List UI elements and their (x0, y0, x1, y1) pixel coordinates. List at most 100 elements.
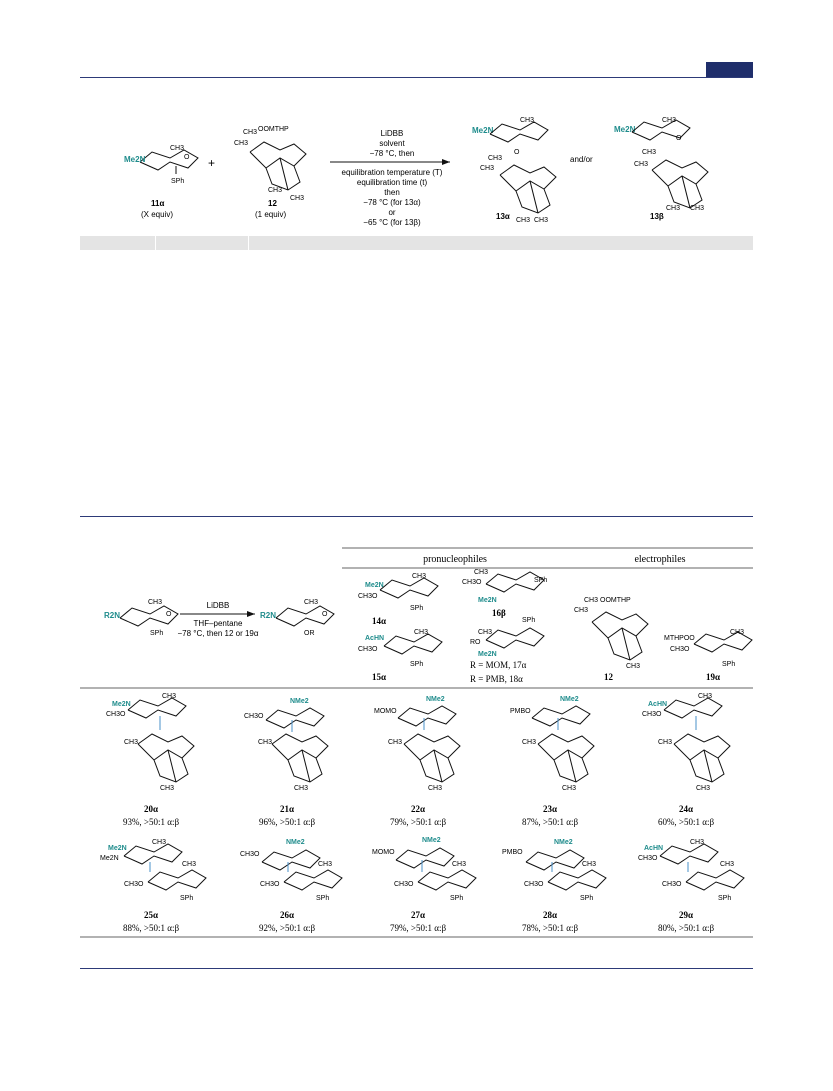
label-ch3: CH3 (452, 861, 466, 868)
product-25a: Me2N Me2N CH3 CH3O CH3 SPh (100, 839, 207, 902)
label-ch3: CH3 (294, 785, 308, 792)
compound-id: 25α (144, 910, 158, 920)
yield-text: 60%, >50:1 α:β (658, 817, 715, 827)
label-sph: SPh (410, 661, 423, 668)
compound-id: 23α (543, 804, 557, 814)
label-me2n: Me2N (614, 125, 636, 134)
compound-12: CH3 OOMTHP CH3 CH3 CH3 12 (1 equiv) (234, 126, 307, 219)
label-achn: AcHN (644, 845, 663, 852)
label-ch3: CH3 (414, 629, 428, 636)
scheme-1: Me2N CH3 O SPh 11α (X equiv) + CH3 OOMTH… (124, 117, 709, 227)
label-ch3: CH3 (720, 861, 734, 868)
row-1-labels: 20α 93%, >50:1 α:β 21α 96%, >50:1 α:β 22… (123, 804, 715, 827)
yield-text: 88%, >50:1 α:β (123, 923, 180, 933)
label-pmbo: PMBO (502, 849, 523, 856)
compound-13b: Me2N CH3 O CH3 CH3 CH3 CH3 13β (614, 117, 709, 221)
label-or: OR (304, 630, 315, 637)
compound-id: 24α (679, 804, 693, 814)
label-achn: AcHN (365, 635, 384, 642)
reagent-line: equilibration temperature (T) (342, 168, 443, 177)
label-me2n: Me2N (365, 582, 384, 589)
compound-id-13a: 13α (496, 212, 510, 221)
compound-id: R = PMB, 18α (470, 674, 523, 684)
compound-id-13b: 13β (650, 212, 664, 221)
yield-text: 79%, >50:1 α:β (390, 923, 447, 933)
compound-id: R = MOM, 17α (470, 660, 527, 670)
label-oomthp: OOMTHP (600, 597, 631, 604)
yield-text: 93%, >50:1 α:β (123, 817, 180, 827)
label-ch3: CH3 (522, 739, 536, 746)
label-o: O (322, 611, 328, 618)
label-ch3: CH3 (582, 861, 596, 868)
label-ch3: CH3 (690, 839, 704, 846)
label-sph: SPh (410, 605, 423, 612)
compound-16b: CH3 CH3O SPh Me2N 16β (462, 569, 547, 618)
reagent-line: −78 °C, then 12 or 19α (178, 629, 259, 638)
label-o: O (184, 154, 190, 161)
product-row-2: Me2N Me2N CH3 CH3O CH3 SPh NMe2 CH3O CH3… (100, 837, 745, 902)
compound-13a: Me2N CH3 O CH3 CH3 CH3 CH3 13α (472, 117, 557, 224)
reagent-line: then (384, 188, 400, 197)
compound-id-12: 12 (268, 199, 277, 208)
label-ch3o: CH3O (106, 711, 126, 718)
product-29a: AcHN CH3O CH3 CH3O CH3 SPh (638, 839, 745, 902)
product-28a: NMe2 PMBO CH3O CH3 SPh (502, 839, 607, 902)
compound-id: 14α (372, 616, 386, 626)
reagent-line: THF–pentane (194, 619, 243, 628)
compound-14a: Me2N CH3O CH3 SPh 14α (358, 573, 439, 626)
label-ch3: CH3 (318, 861, 332, 868)
label-ch3: CH3 (162, 693, 176, 700)
label-ch3: CH3 (480, 165, 494, 172)
compound-id-11a: 11α (151, 199, 164, 208)
compound-id: 16β (492, 608, 506, 618)
mid-rule (80, 516, 753, 517)
compound-11a: Me2N CH3 O SPh 11α (X equiv) (124, 145, 199, 219)
label-me2n: Me2N (478, 651, 497, 658)
compound-id: 21α (280, 804, 294, 814)
yield-text: 87%, >50:1 α:β (522, 817, 579, 827)
label-ch3: CH3 (152, 839, 166, 846)
label-ch3: CH3 (634, 161, 648, 168)
label-ch3: CH3 (170, 145, 184, 152)
label-me2n: Me2N (112, 701, 131, 708)
label-ch3: CH3 (124, 739, 138, 746)
compound-15a: AcHN CH3O CH3 SPh 15α (358, 629, 443, 682)
yield-text: 79%, >50:1 α:β (390, 817, 447, 827)
label-nme2: NMe2 (290, 698, 309, 705)
compound-equiv-11a: (X equiv) (141, 210, 173, 219)
label-ch3: CH3 (258, 739, 272, 746)
reagent-line: LiDBB (207, 601, 230, 610)
label-nme2: NMe2 (422, 837, 441, 844)
label-ch3: CH3 (290, 195, 304, 202)
label-ch3: CH3 (584, 597, 598, 604)
label-nme2: NMe2 (560, 696, 579, 703)
bottom-rule (80, 968, 753, 969)
label-ch3o: CH3O (638, 855, 658, 862)
label-me2n: Me2N (108, 845, 127, 852)
label-ch3o: CH3O (124, 881, 144, 888)
product-24a: AcHN CH3O CH3 CH3 CH3 (642, 693, 731, 792)
label-ro: RO (470, 639, 481, 646)
label-ch3o: CH3O (524, 881, 544, 888)
label-pmbo: PMBO (510, 708, 531, 715)
label-ch3: CH3 (690, 205, 704, 212)
header-pronucleophiles: pronucleophiles (423, 554, 487, 565)
product-row-1: Me2N CH3O CH3 CH3 CH3 NMe2 CH3O CH3 CH3 … (106, 693, 731, 792)
compound-id: 29α (679, 910, 693, 920)
product-20a: Me2N CH3O CH3 CH3 CH3 (106, 693, 195, 792)
label-nme2: NMe2 (426, 696, 445, 703)
label-ch3o: CH3O (244, 713, 264, 720)
label-sph: SPh (150, 630, 163, 637)
label-sph: SPh (450, 895, 463, 902)
label-ch3: CH3 (516, 217, 530, 224)
label-ch3: CH3 (626, 663, 640, 670)
label-nme2: NMe2 (554, 839, 573, 846)
reagent-line: −65 °C (for 13β) (363, 218, 421, 227)
label-nme2: NMe2 (286, 839, 305, 846)
row-2-labels: 25α 88%, >50:1 α:β 26α 92%, >50:1 α:β 27… (123, 910, 715, 933)
label-ch3o: CH3O (240, 851, 260, 858)
compound-id: 20α (144, 804, 158, 814)
reagent-line: −78 °C (for 13α) (363, 198, 421, 207)
reagent-line: LiDBB (381, 129, 404, 138)
label-ch3: CH3 (388, 739, 402, 746)
